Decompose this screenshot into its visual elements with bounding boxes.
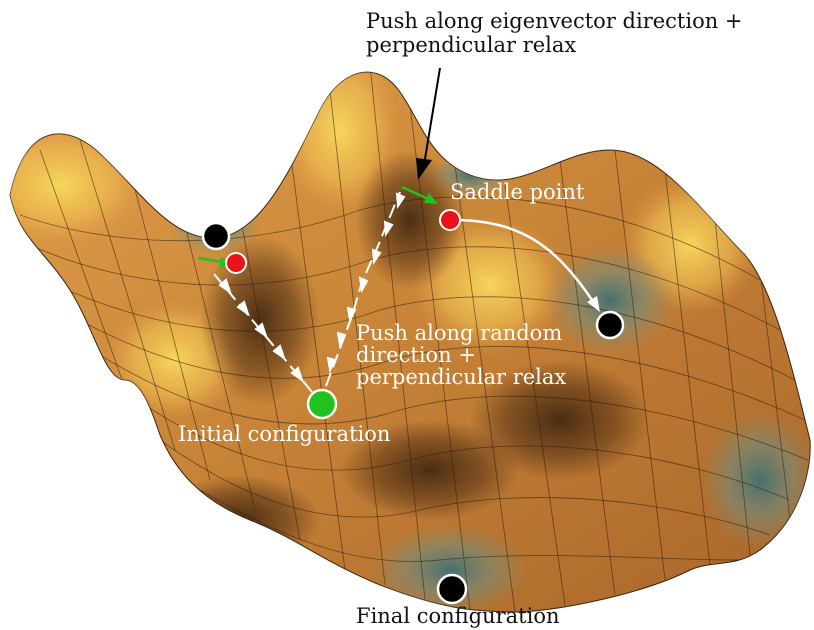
initial-configuration-label: Initial configuration	[178, 422, 391, 446]
random-push-line2: direction +	[356, 343, 476, 367]
saddle-point-marker	[439, 209, 461, 231]
random-push-line3: perpendicular relax	[356, 365, 567, 389]
surface-mesh	[19, 72, 809, 613]
initial-configuration-point	[306, 388, 338, 420]
top-annotation-line1: Push along eigenvector direction +	[366, 9, 743, 33]
top-annotation-line2: perpendicular relax	[366, 33, 577, 57]
random-push-line1: Push along random	[356, 321, 563, 345]
path-arrows-right	[325, 191, 406, 387]
right-minimum-point	[595, 310, 625, 340]
left-saddle-point	[225, 252, 247, 274]
final-configuration-label: Final configuration	[356, 604, 560, 628]
surface-body	[9, 71, 811, 613]
final-configuration-point	[436, 573, 468, 605]
eigen-push-arrow-right	[401, 185, 438, 204]
left-minimum-point	[201, 221, 231, 251]
descent-arrow	[459, 218, 600, 312]
top-annotation-arrow	[416, 67, 441, 180]
surface-shading	[10, 72, 811, 613]
saddle-point-label: Saddle point	[450, 180, 585, 204]
path-arrows-left	[213, 273, 313, 393]
